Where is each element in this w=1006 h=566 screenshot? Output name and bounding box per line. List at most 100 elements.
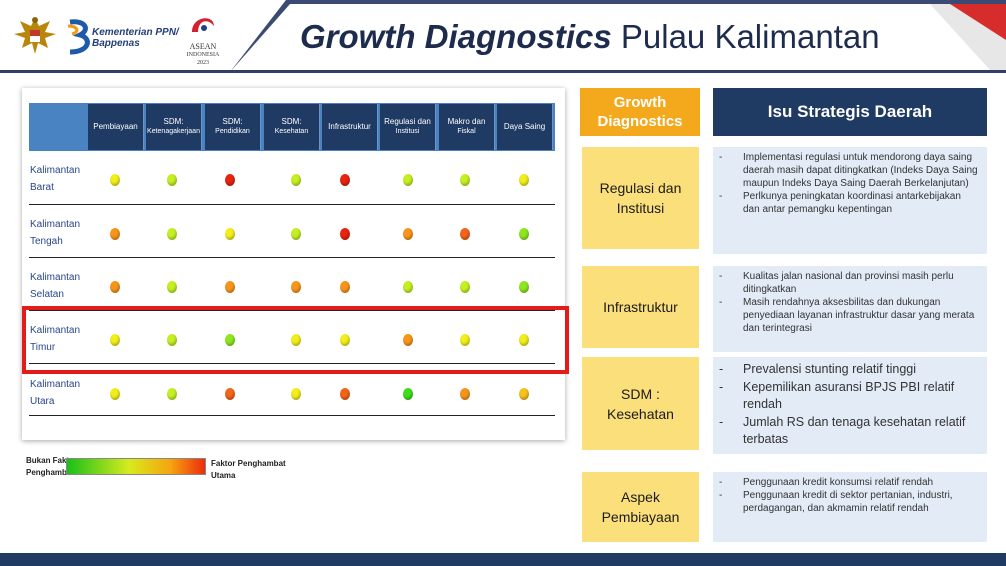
status-dot [460,281,470,293]
row-divider [29,257,555,258]
column-header: Infrastruktur [322,104,378,150]
bullet-dash: - [719,152,723,163]
bullet-dash: - [719,490,723,501]
status-dot [110,174,120,186]
header: Kementerian PPN/ Bappenas ASEAN INDONESI… [0,0,1006,72]
column-header: SDM:Kesehatan [264,104,320,150]
status-dot [340,281,350,293]
status-dot [403,334,413,346]
category-box: Infrastruktur [582,266,699,348]
isu-item: -Perlkunya peningkatan koordinasi antark… [719,191,961,215]
status-dot [225,174,235,186]
bullet-dash: - [719,379,724,394]
status-dot [291,174,301,186]
status-dot [403,174,413,186]
isu-item: -Jumlah RS dan tenaga kesehatan relatif … [719,414,979,449]
header-swoosh-decoration [230,0,1006,72]
header-divider [0,70,1006,73]
row-divider [29,415,555,416]
status-dot [167,334,177,346]
status-dot [110,281,120,293]
status-dot [519,281,529,293]
isu-strategis-header: Isu Strategis Daerah [713,88,987,136]
isu-strategis-box: -Kualitas jalan nasional dan provinsi ma… [713,266,987,352]
footer-bar [0,553,1006,566]
status-dot [460,334,470,346]
bullet-dash: - [719,271,723,282]
status-dot [225,388,235,400]
garuda-emblem-icon [14,17,56,54]
status-dot [519,228,529,240]
category-box: SDM :Kesehatan [582,357,699,450]
status-dot [460,388,470,400]
status-dot [110,228,120,240]
column-header: SDM:Ketenagakerjaan [146,104,202,150]
column-header: Daya Saing [497,104,553,150]
legend-right-label: Faktor Penghambat Utama [211,459,286,480]
isu-item: -Masih rendahnya aksesbilitas dan dukung… [719,297,975,334]
status-dot [110,388,120,400]
column-header: SDM:Pendidikan [205,104,261,150]
page-title: Growth Diagnostics Pulau Kalimantan [300,18,880,55]
status-dot [167,388,177,400]
status-dot [225,228,235,240]
bullet-dash: - [719,362,724,376]
status-dot [291,334,301,346]
bullet-dash: - [719,477,723,488]
isu-strategis-box: -Prevalensi stunting relatif tinggi-Kepe… [713,357,987,454]
isu-strategis-box: -Penggunaan kredit konsumsi relatif rend… [713,472,987,542]
row-divider [29,310,555,311]
legend-left-label: Bukan Faktor Penghambat [26,456,78,477]
status-dot [519,334,529,346]
isu-item: -Kepemilikan asuransi BPJS PBI relatif r… [719,379,979,414]
status-dot [225,334,235,346]
row-divider [29,363,555,364]
status-dot [460,174,470,186]
isu-item: -Penggunaan kredit di sektor pertanian, … [719,490,953,514]
row-divider [29,204,555,205]
bullet-dash: - [719,414,724,429]
isu-strategis-box: -Implementasi regulasi untuk mendorong d… [713,147,987,254]
status-dot [403,228,413,240]
status-dot [225,281,235,293]
bappenas-logo-icon [67,19,90,55]
status-dot [110,334,120,346]
status-dot [167,281,177,293]
status-dot [167,174,177,186]
status-dot [519,388,529,400]
status-dot [340,174,350,186]
status-dot [167,228,177,240]
status-dot [403,281,413,293]
status-dot [460,228,470,240]
isu-item: -Prevalensi stunting relatif tinggi [719,361,979,379]
bullet-dash: - [719,297,723,308]
kementerian-label: Kementerian PPN/ Bappenas [92,27,179,49]
column-header: Pembiayaan [88,104,144,150]
status-dot [291,388,301,400]
isu-item: -Implementasi regulasi untuk mendorong d… [719,152,978,189]
status-dot [291,281,301,293]
status-dot [340,334,350,346]
asean-2023-logo: ASEAN INDONESIA 2023 [183,10,223,66]
legend-gradient-bar [66,458,206,475]
status-dot [519,174,529,186]
isu-item: -Kualitas jalan nasional dan provinsi ma… [719,271,954,295]
bullet-dash: - [719,191,723,202]
highlight-kalimantan-timur [22,306,569,374]
isu-item: -Penggunaan kredit konsumsi relatif rend… [719,477,934,488]
asean-2023-logo-icon [192,18,214,32]
status-dot [291,228,301,240]
status-dot [340,228,350,240]
status-dot [340,388,350,400]
status-dot [403,388,413,400]
